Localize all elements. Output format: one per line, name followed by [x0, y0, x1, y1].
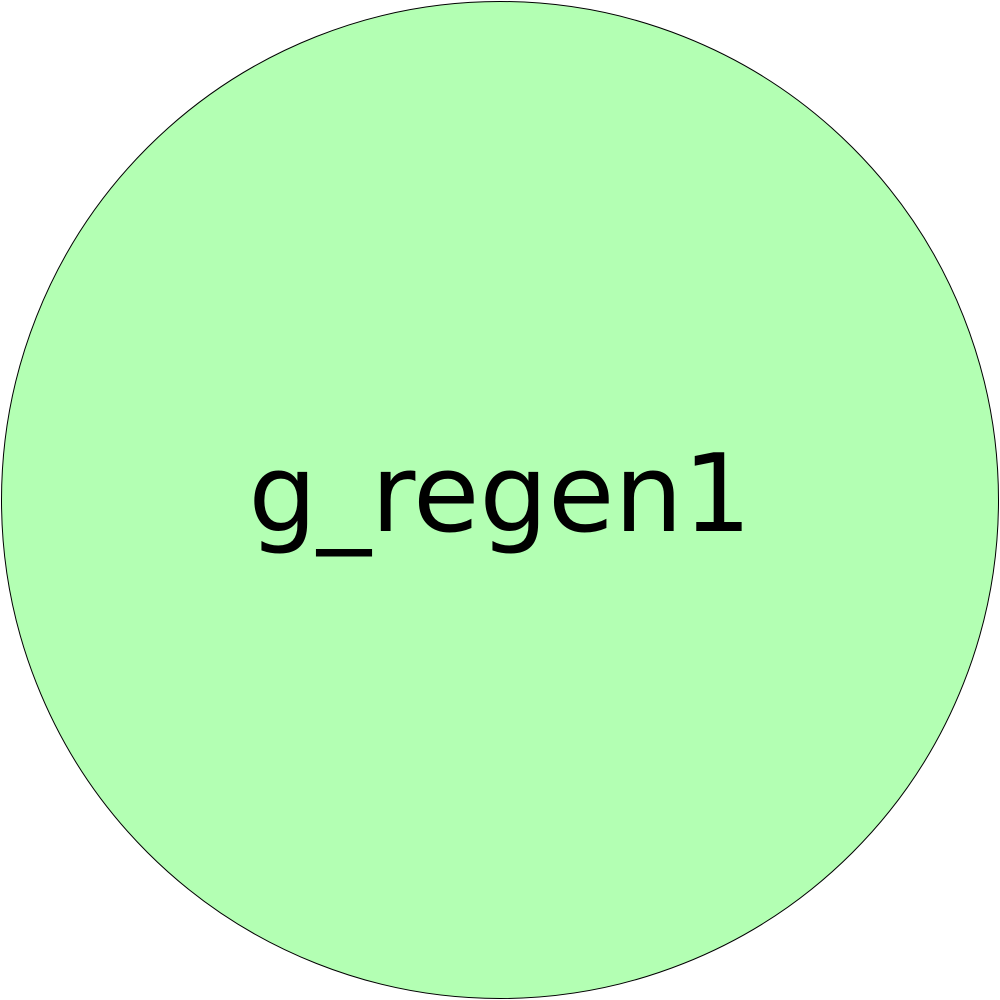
node-label: g_regen1	[248, 432, 752, 557]
